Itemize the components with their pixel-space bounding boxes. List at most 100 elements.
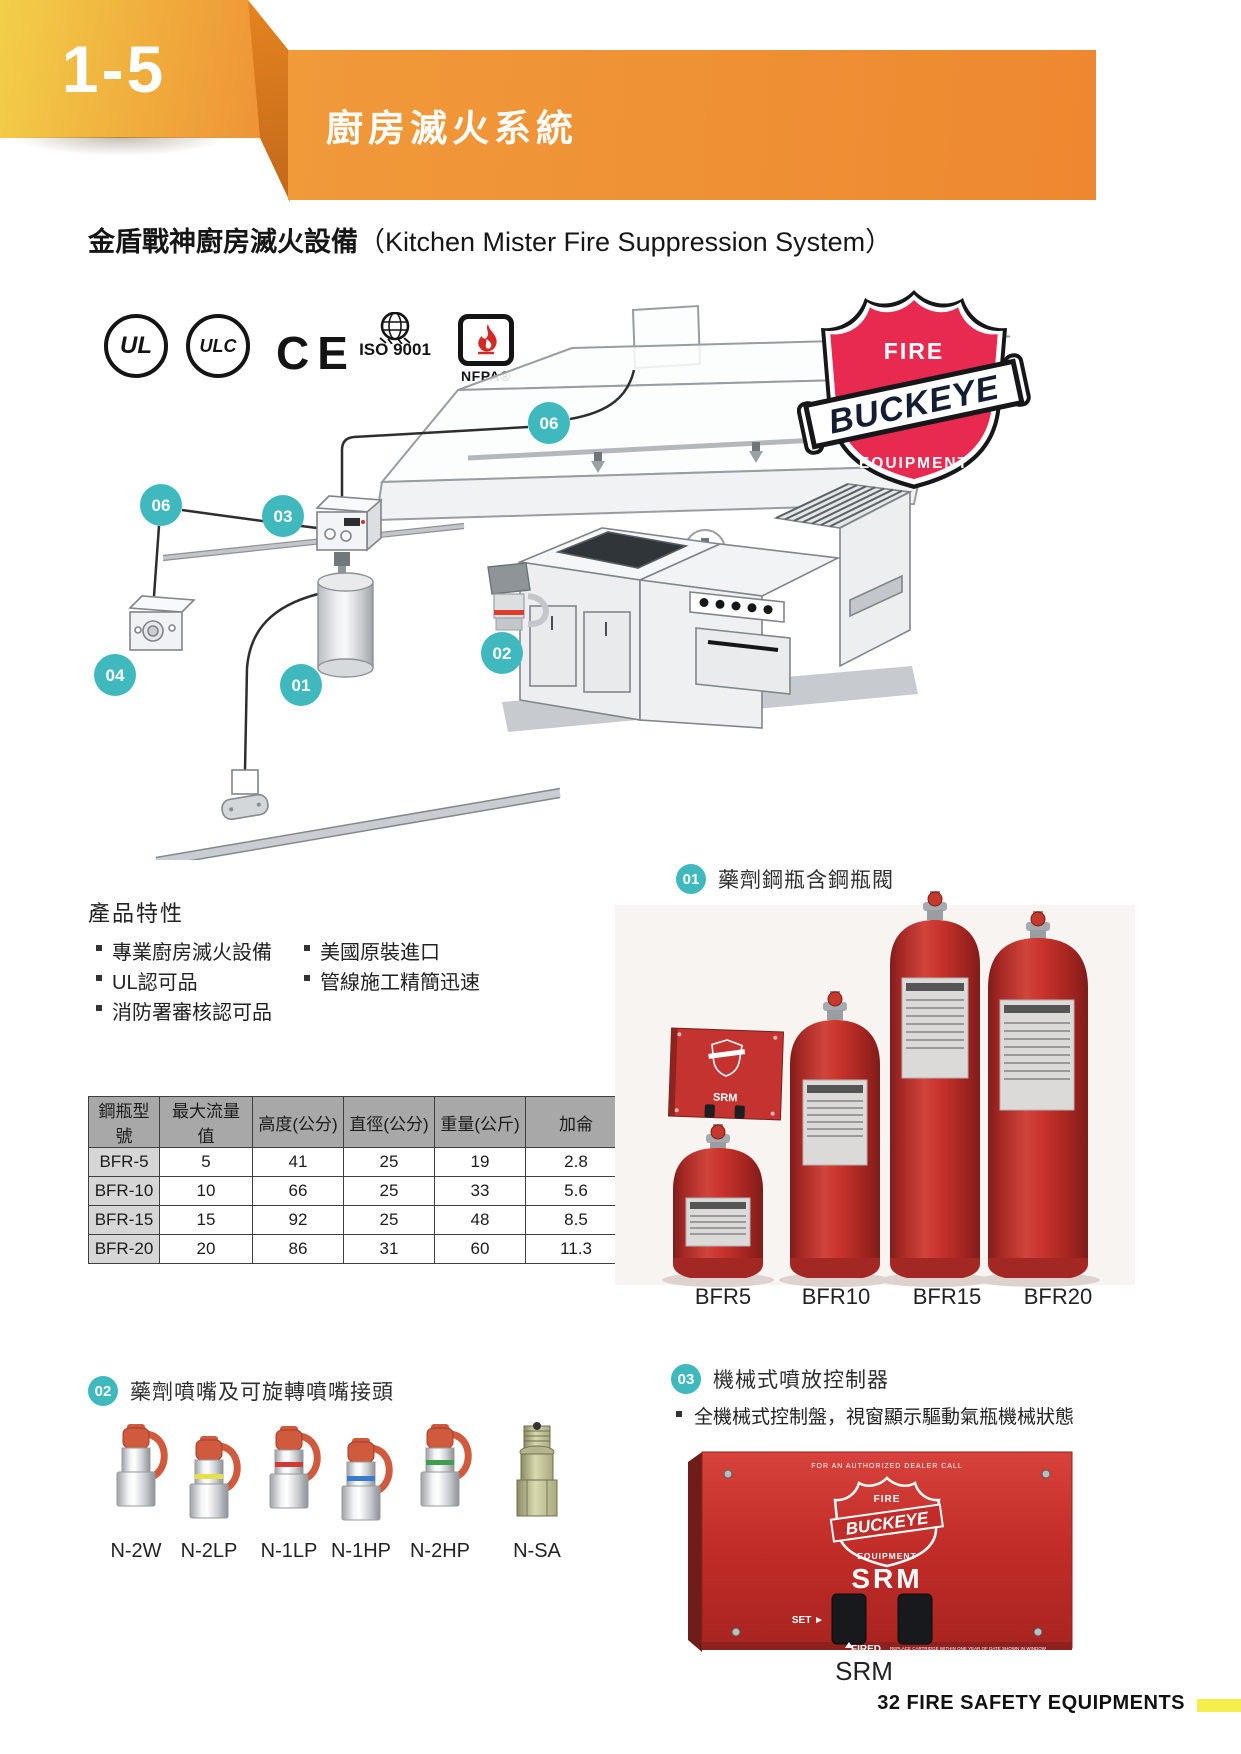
diagram-callouts: 06 06 03 04 01 02 — [94, 402, 570, 706]
chapter-banner: 廚房滅火系統 — [288, 50, 1096, 200]
cell: 31 — [343, 1234, 435, 1264]
adapter-nsa — [516, 1422, 558, 1517]
col-header: 直徑(公分) — [343, 1096, 435, 1148]
feature-text: 美國原裝進口 — [320, 942, 440, 964]
cell: 5 — [159, 1147, 253, 1177]
cylinder-bfr15 — [890, 891, 980, 1278]
product-label: N-2HP — [409, 1540, 471, 1562]
iso9001-text: ISO 9001 — [359, 340, 431, 359]
svg-text:01: 01 — [292, 676, 311, 695]
nozzle-n1lp — [269, 1426, 321, 1509]
ce-logo: CE — [276, 327, 356, 379]
features-heading: 產品特性 — [88, 901, 185, 926]
cell: 15 — [159, 1205, 253, 1235]
product-label: BFR15 — [912, 1284, 982, 1309]
section-03-badge: 03 — [671, 1364, 701, 1394]
callout-02: 02 — [481, 632, 523, 674]
table-row: BFR-15 15 92 25 48 8.5 — [88, 1205, 627, 1235]
srm-panel-photo: FOR AN AUTHORIZED DEALER CALL FIRE BUCKE… — [688, 1451, 1073, 1655]
section-number-ribbon: 1-5 — [0, 0, 272, 138]
product-label: N-1HP — [330, 1540, 392, 1562]
cylinder-bfr20 — [988, 911, 1088, 1278]
page-title-zh: 金盾戰神廚房滅火設備 — [88, 227, 358, 257]
cell-model: BFR-20 — [88, 1234, 160, 1264]
feature-item: 消防署審核認可品 — [96, 996, 272, 1025]
cylinder-bfr5 — [673, 1124, 763, 1278]
bullet-icon — [304, 945, 310, 951]
callout-03: 03 — [262, 495, 304, 537]
section-02-title: 藥劑噴嘴及可旋轉噴嘴接頭 — [130, 1381, 394, 1404]
cylinders-photo: SRM — [615, 891, 1135, 1287]
cell: 48 — [434, 1205, 526, 1235]
svg-text:03: 03 — [274, 507, 293, 526]
cell: 33 — [434, 1176, 526, 1206]
cell: 25 — [343, 1176, 435, 1206]
fired-arrow-icon — [845, 1642, 853, 1648]
section-01-badge: 01 — [676, 864, 706, 894]
col-header: 最大流量值 — [159, 1096, 253, 1148]
feature-text: 專業廚房滅火設備 — [112, 942, 272, 964]
callout-01: 01 — [280, 664, 322, 706]
col-header: 重量(公斤) — [434, 1096, 526, 1148]
nozzle-n2w — [116, 1424, 168, 1507]
section-02-badge: 02 — [88, 1376, 118, 1406]
cell: 2.8 — [525, 1147, 627, 1177]
feature-text: 消防署審核認可品 — [112, 1002, 272, 1024]
cell: 86 — [252, 1234, 344, 1264]
cell: 8.5 — [525, 1205, 627, 1235]
cylinder-bfr10 — [790, 991, 880, 1278]
iso9001-logo: ISO 9001 — [352, 312, 438, 360]
table-row: BFR-20 20 86 31 60 11.3 — [88, 1234, 627, 1264]
callout-04: 04 — [94, 654, 136, 696]
product-label: N-1LP — [260, 1540, 318, 1562]
feature-item: 專業廚房滅火設備 — [96, 936, 272, 965]
page-footer: 32 FIRE SAFETY EQUIPMENTS — [877, 1692, 1185, 1714]
agent-tank — [317, 552, 374, 678]
nozzle-detail — [487, 562, 549, 631]
cell-model: BFR-10 — [88, 1176, 160, 1206]
srm-mini-box: SRM — [667, 1027, 785, 1121]
bullet-icon — [96, 975, 102, 981]
cell: 25 — [343, 1205, 435, 1235]
section-03-title: 機械式噴放控制器 — [713, 1369, 889, 1392]
cell: 92 — [252, 1205, 344, 1235]
cell: 11.3 — [525, 1234, 627, 1264]
col-header: 加侖 — [525, 1096, 627, 1148]
nozzle-n2hp — [420, 1424, 472, 1507]
nfpa-box — [458, 314, 514, 366]
nfpa-logo: NFPA® — [456, 314, 516, 384]
shield-fire-text: FIRE — [884, 338, 944, 364]
pull-station — [128, 595, 196, 651]
srm-mini-label: SRM — [713, 1092, 738, 1105]
panel-shield-fire: FIRE — [874, 1494, 901, 1505]
col-header: 鋼瓶型號 — [88, 1096, 160, 1148]
section-01-heading: 01 藥劑鋼瓶含鋼瓶閥 — [676, 864, 894, 894]
bullet-icon — [96, 1005, 102, 1011]
panel-model: SRM — [851, 1563, 922, 1594]
ribbon-shadow — [0, 137, 268, 163]
chapter-title: 廚房滅火系統 — [326, 108, 578, 149]
bullet-icon — [96, 945, 102, 951]
section-03-bullet: 全機械式控制盤，視窗顯示驅動氣瓶機械狀態 — [676, 1402, 1074, 1429]
buckeye-shield-logo: FIRE BUCKEYE EQUIPMENT — [797, 290, 1031, 489]
product-label: N-2W — [110, 1540, 162, 1562]
cell: 66 — [252, 1176, 344, 1206]
product-label: N-SA — [513, 1540, 561, 1562]
feature-item: 管線施工精簡迅速 — [304, 966, 480, 995]
callout-06-top: 06 — [528, 402, 570, 444]
spec-table: 鋼瓶型號 最大流量值 高度(公分) 直徑(公分) 重量(公斤) 加侖 BFR-5… — [88, 1096, 627, 1264]
col-header: 高度(公分) — [252, 1096, 344, 1148]
table-row: BFR-10 10 66 25 33 5.6 — [88, 1176, 627, 1206]
table-row: BFR-5 5 41 25 19 2.8 — [88, 1147, 627, 1177]
product-label: BFR20 — [1023, 1284, 1093, 1309]
ulc-logo: ULC — [186, 314, 250, 378]
release-control-box — [315, 495, 383, 552]
svg-text:04: 04 — [106, 666, 125, 685]
cell-model: BFR-15 — [88, 1205, 160, 1235]
panel-set-label: SET ► — [792, 1615, 824, 1626]
cell-model: BFR-5 — [88, 1147, 160, 1177]
cell: 20 — [159, 1234, 253, 1264]
page-title-en: （Kitchen Mister Fire Suppression System） — [358, 227, 893, 257]
cell: 25 — [343, 1147, 435, 1177]
cell: 5.6 — [525, 1176, 627, 1206]
